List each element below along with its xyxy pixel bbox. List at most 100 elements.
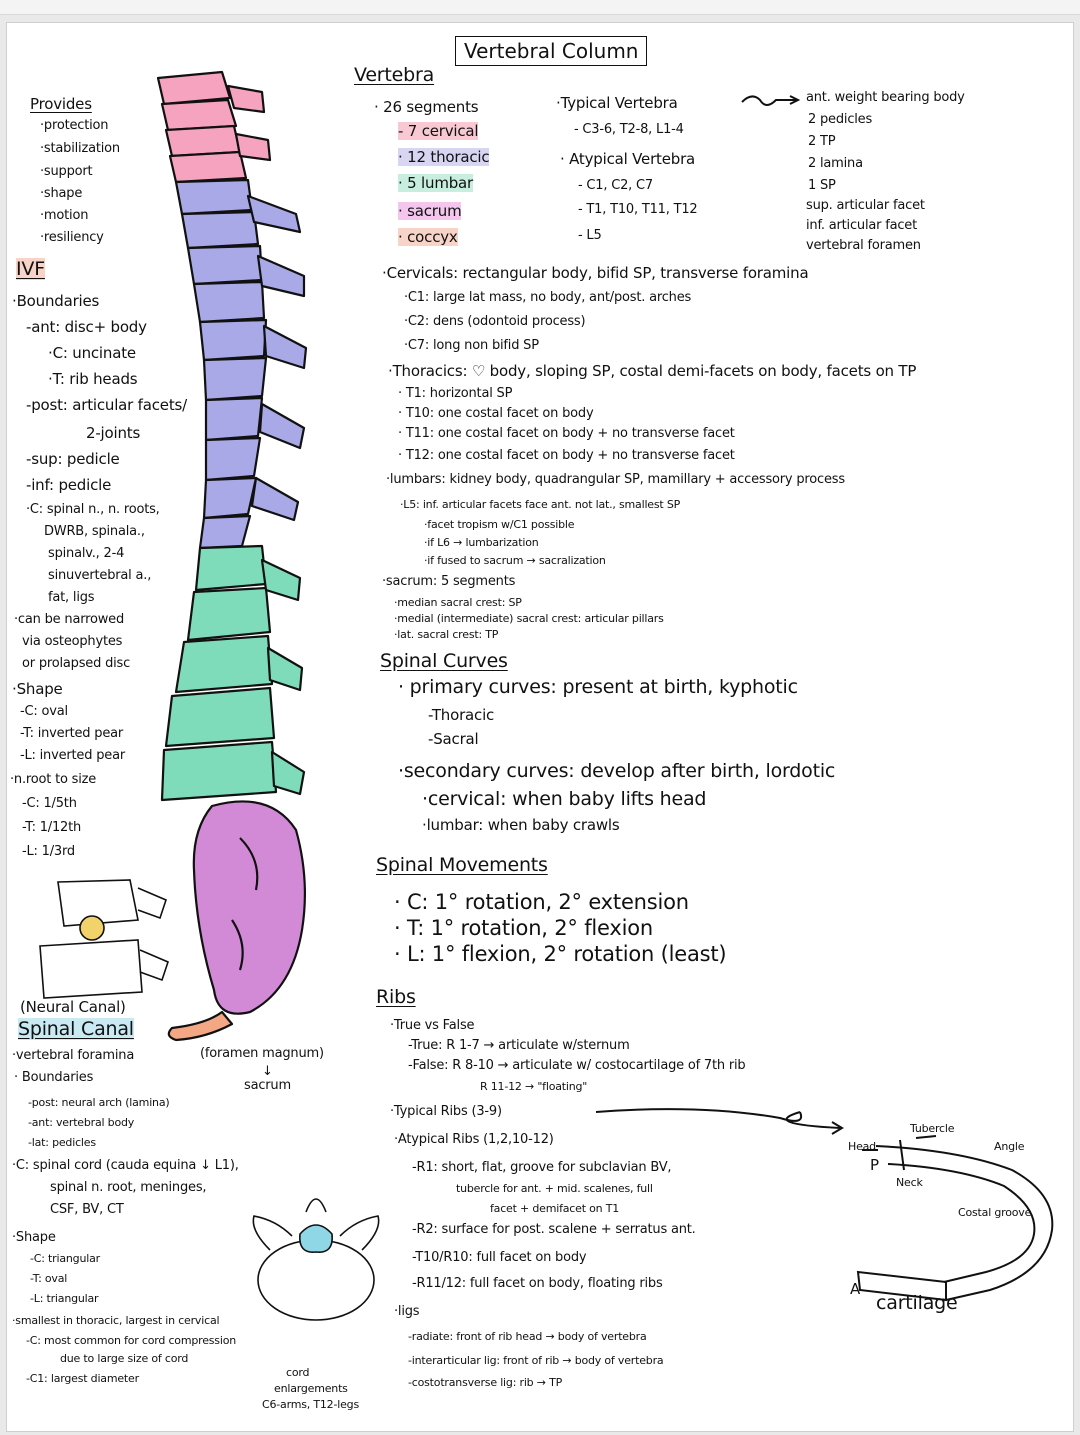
- canal-line: due to large size of cord: [60, 1352, 189, 1365]
- ivf-line: via osteophytes: [22, 634, 123, 649]
- segments-heading: · 26 segments: [374, 98, 479, 116]
- movements-heading: Spinal Movements: [376, 854, 548, 876]
- movements-line: · T: 1° rotation, 2° flexion: [394, 916, 653, 940]
- ivf-line: -C: 1/5th: [22, 796, 77, 811]
- segment-thoracic: · 12 thoracic: [398, 148, 490, 166]
- typical-heading: ·Typical Vertebra: [556, 94, 678, 112]
- rib-label-neck: Neck: [896, 1176, 923, 1189]
- curves-line: ·cervical: when baby lifts head: [422, 788, 707, 810]
- region-line: · T12: one costal facet on body + no tra…: [398, 448, 735, 463]
- region-line: ·facet tropism w/C1 possible: [424, 518, 575, 531]
- movements-line: · C: 1° rotation, 2° extension: [394, 890, 689, 914]
- canal-line: -C1: largest diameter: [26, 1372, 139, 1385]
- ivf-line: sinuvertebral a.,: [48, 568, 152, 583]
- canal-line: enlargements: [274, 1382, 348, 1395]
- ivf-line: ·can be narrowed: [14, 612, 125, 627]
- spinal-canal-heading: Spinal Canal: [18, 1018, 134, 1040]
- ivf-line: ·C: spinal n., n. roots,: [26, 502, 160, 517]
- movements-line: · L: 1° flexion, 2° rotation (least): [394, 942, 727, 966]
- canal-line: ·smallest in thoracic, largest in cervic…: [12, 1314, 220, 1327]
- canal-line: -post: neural arch (lamina): [28, 1096, 170, 1109]
- region-line: ·if L6 → lumbarization: [424, 536, 539, 549]
- provides-item: ·shape: [40, 186, 83, 201]
- ivf-line: 2-joints: [86, 424, 141, 442]
- canal-line: -L: triangular: [30, 1292, 99, 1305]
- ivf-line: ·n.root to size: [10, 772, 97, 787]
- vertebra-heading: Vertebra: [354, 64, 435, 86]
- ribs-line: tubercle for ant. + mid. scalenes, full: [456, 1182, 653, 1195]
- curves-heading: Spinal Curves: [380, 650, 508, 672]
- canal-line: (foramen magnum): [200, 1046, 324, 1061]
- ribs-line: -R1: short, flat, groove for subclavian …: [412, 1160, 672, 1175]
- page-title: Vertebral Column: [455, 36, 648, 66]
- ribs-line: ·Atypical Ribs (1,2,10-12): [394, 1132, 554, 1147]
- region-line: ·sacrum: 5 segments: [382, 574, 516, 589]
- provides-heading: Provides: [30, 95, 92, 113]
- curves-line: ·lumbar: when baby crawls: [422, 816, 620, 834]
- rib-label-head: Head: [848, 1140, 876, 1153]
- top-strip: [0, 0, 1080, 15]
- region-line: ·medial (intermediate) sacral crest: art…: [394, 612, 664, 625]
- ivf-line: spinalv., 2-4: [48, 546, 125, 561]
- ivf-line: ·Shape: [12, 680, 63, 698]
- segment-sacrum: · sacrum: [398, 202, 462, 220]
- vertebra-part: vertebral foramen: [806, 238, 921, 253]
- curves-line: -Sacral: [428, 730, 479, 748]
- ribs-line: -radiate: front of rib head → body of ve…: [408, 1330, 647, 1343]
- atypical-item: - T1, T10, T11, T12: [578, 202, 698, 217]
- atypical-heading: · Atypical Vertebra: [560, 150, 696, 168]
- ivf-line: -inf: pedicle: [26, 476, 112, 494]
- vertebra-part: sup. articular facet: [806, 198, 925, 213]
- canal-line: -T: oval: [30, 1272, 68, 1285]
- rib-label-a: A: [850, 1280, 861, 1298]
- region-line: ·lat. sacral crest: TP: [394, 628, 499, 641]
- canal-line: -lat: pedicles: [28, 1136, 96, 1149]
- region-line: ·lumbars: kidney body, quadrangular SP, …: [386, 472, 845, 487]
- provides-item: ·stabilization: [40, 141, 120, 156]
- region-line: ·Thoracics: ♡ body, sloping SP, costal d…: [388, 362, 917, 380]
- ribs-line: -R2: surface for post. scalene + serratu…: [412, 1222, 696, 1237]
- canal-line: ·C: spinal cord (cauda equina ↓ L1),: [12, 1158, 239, 1173]
- typical-list: - C3-6, T2-8, L1-4: [574, 122, 684, 137]
- ivf-line: -ant: disc+ body: [26, 318, 147, 336]
- canal-line: spinal n. root, meninges,: [50, 1180, 207, 1195]
- canal-line: sacrum: [244, 1078, 291, 1093]
- vertebra-part: inf. articular facet: [806, 218, 917, 233]
- ribs-line: ·True vs False: [390, 1018, 475, 1033]
- ivf-line: fat, ligs: [48, 590, 95, 605]
- ribs-line: -False: R 8-10 → articulate w/ costocart…: [408, 1058, 746, 1073]
- curves-line: -Thoracic: [428, 706, 495, 724]
- ivf-line: ·T: rib heads: [48, 370, 138, 388]
- ribs-line: ·ligs: [394, 1304, 420, 1319]
- canal-line: -C: most common for cord compression: [26, 1334, 236, 1347]
- vertebra-part: 2 pedicles: [808, 112, 873, 127]
- vertebra-part: 1 SP: [808, 178, 836, 193]
- curves-line: · primary curves: present at birth, kyph…: [398, 676, 798, 698]
- rib-label-p: P: [870, 1156, 879, 1174]
- neural-canal-label: (Neural Canal): [20, 998, 126, 1016]
- segment-lumbar: · 5 lumbar: [398, 174, 474, 192]
- canal-line: ·vertebral foramina: [12, 1048, 135, 1063]
- canal-line: ·Shape: [12, 1230, 56, 1245]
- vertebra-part: 2 lamina: [808, 156, 863, 171]
- ribs-line: -costotransverse lig: rib → TP: [408, 1376, 563, 1389]
- canal-line: -ant: vertebral body: [28, 1116, 135, 1129]
- canal-line: · Boundaries: [14, 1070, 94, 1085]
- canal-line: C6-arms, T12-legs: [262, 1398, 359, 1411]
- atypical-item: - C1, C2, C7: [578, 178, 653, 193]
- segment-coccyx: · coccyx: [398, 228, 458, 246]
- ivf-line: DWRB, spinala.,: [44, 524, 145, 539]
- rib-label-tubercle: Tubercle: [910, 1122, 955, 1135]
- ivf-line: -L: 1/3rd: [22, 844, 75, 859]
- ribs-heading: Ribs: [376, 986, 416, 1008]
- region-line: ·median sacral crest: SP: [394, 596, 522, 609]
- region-line: ·C2: dens (odontoid process): [404, 314, 586, 329]
- ribs-line: -interarticular lig: front of rib → body…: [408, 1354, 664, 1367]
- vertebra-part: ant. weight bearing body: [806, 90, 965, 105]
- ribs-line: -True: R 1-7 → articulate w/sternum: [408, 1038, 630, 1053]
- ivf-heading: IVF: [16, 258, 45, 280]
- canal-line: CSF, BV, CT: [50, 1202, 124, 1217]
- provides-item: ·motion: [40, 208, 89, 223]
- ivf-line: or prolapsed disc: [22, 656, 131, 671]
